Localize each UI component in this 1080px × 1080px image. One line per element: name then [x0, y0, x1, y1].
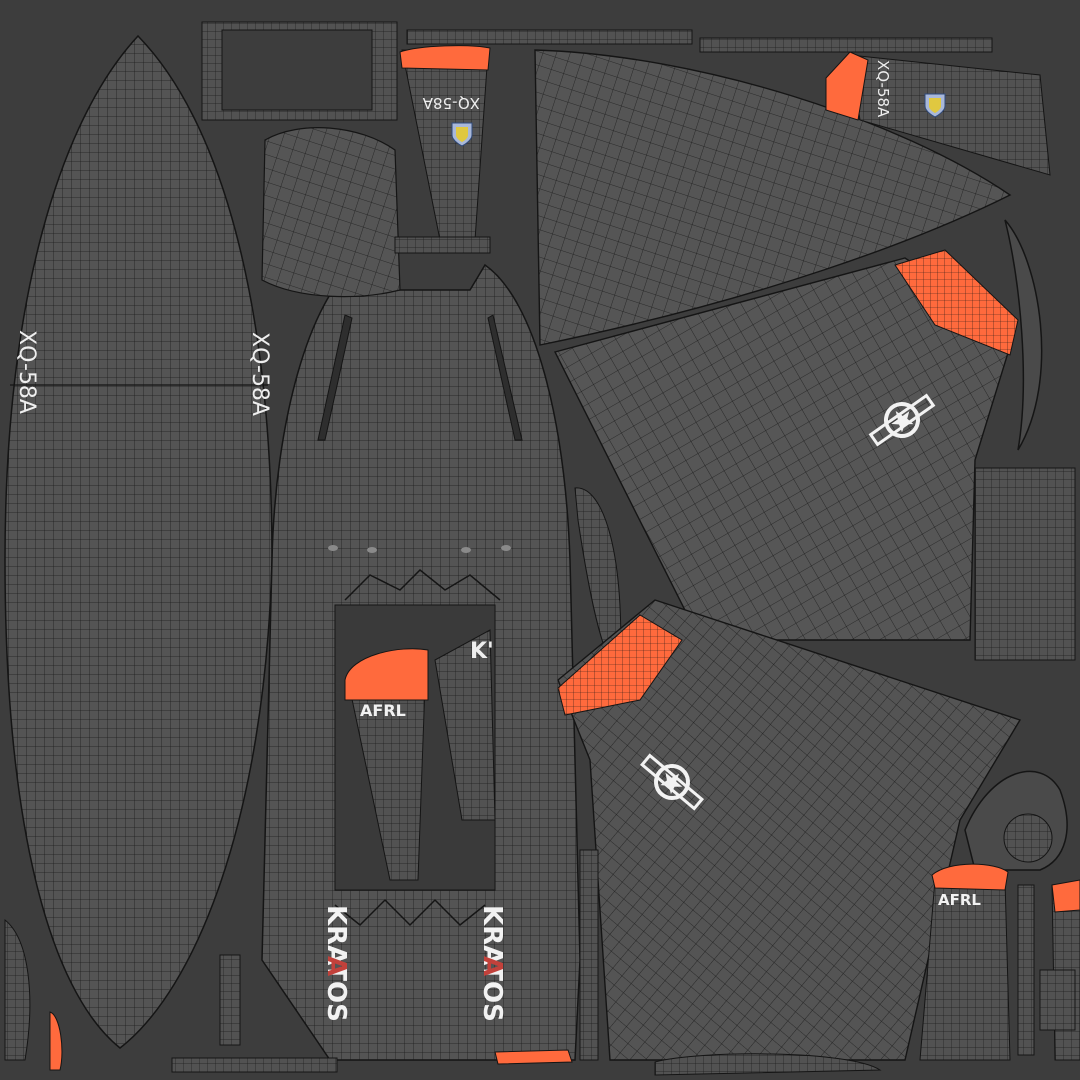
wing-upper [553, 249, 1019, 641]
afrl-shield-icon [924, 93, 946, 118]
model-name-decal: XQ-58A [422, 94, 480, 112]
model-name-decal: XQ-58A [874, 60, 892, 118]
canopy-strip [201, 21, 993, 121]
wing-lower [557, 599, 1022, 1061]
tail-fin-right: XQ-58A [825, 51, 1051, 176]
brand-highlight-letter: A [321, 956, 351, 976]
wing-tip-strip [1004, 219, 1043, 451]
roundel-icon [868, 393, 936, 447]
brand-decal: KRATOS [477, 905, 507, 1022]
lower-fuselage-panel [534, 49, 1012, 346]
roundel-icon [639, 753, 705, 811]
model-name-decal: XQ-58A [247, 332, 272, 416]
afrl-shield-icon [451, 122, 473, 147]
small-trim-pieces [4, 849, 1076, 1076]
brand-highlight-letter: A [477, 956, 507, 976]
fuselage-top-shell: XQ-58A XQ-58A [4, 34, 273, 1049]
lab-decal: AFRL [938, 891, 981, 909]
model-name-decal: XQ-58A [14, 330, 39, 414]
nose-cap-piece [261, 127, 401, 298]
lab-decal: AFRL [360, 701, 406, 720]
tail-fin-bottom-right: AFRL [919, 863, 1080, 1061]
tail-fin-inner: AFRL K' [344, 629, 496, 881]
tail-fin-top: XQ-58A [394, 45, 491, 254]
brand-decal: KRATOS [321, 905, 351, 1022]
exhaust-nozzle [964, 770, 1068, 871]
control-surface-block [974, 467, 1076, 661]
svg-text:K': K' [470, 639, 494, 664]
